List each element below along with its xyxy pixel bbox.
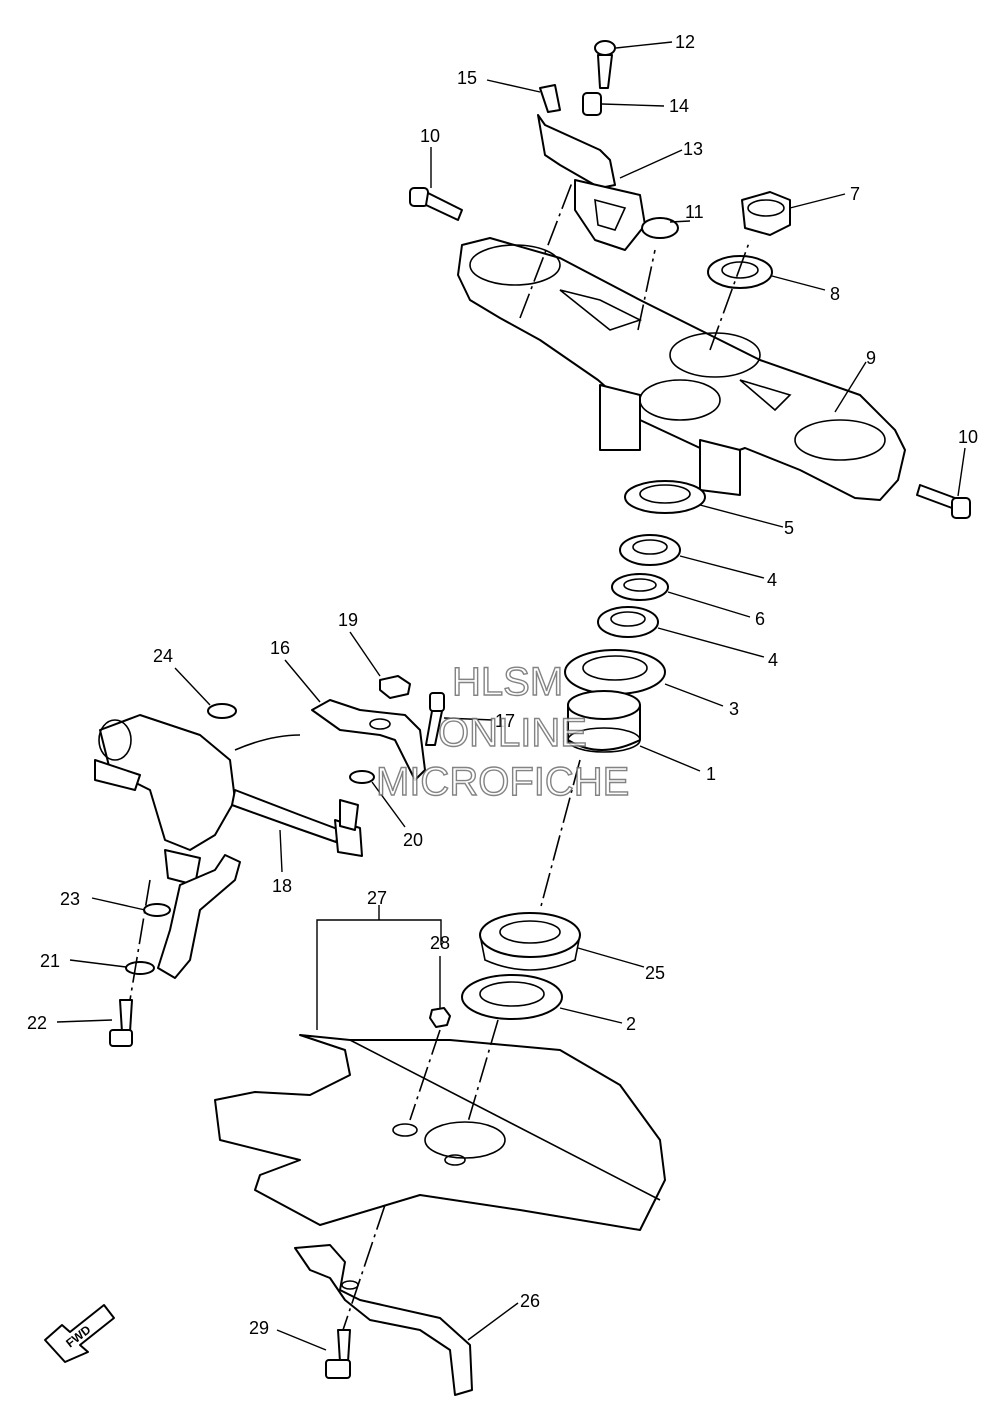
bracket-16: [311, 699, 426, 781]
callout-22: 22: [27, 1013, 47, 1033]
bolt-10-left: [409, 187, 463, 221]
watermark-line-2: ONLINE: [438, 711, 587, 755]
callout-21: 21: [40, 951, 60, 971]
callout-16: 16: [270, 638, 290, 658]
bolt-17: [425, 692, 445, 746]
nut-19: [379, 675, 411, 699]
washer-23: [143, 903, 171, 917]
callout-2: 2: [626, 1014, 636, 1034]
plate-21: [125, 961, 155, 975]
bracket-15: [537, 84, 616, 189]
ring-nut-4-upper: [619, 534, 681, 566]
callout-18: 18: [272, 876, 292, 896]
callout-27: 27: [367, 888, 387, 908]
fwd-arrow-icon: FWD: [44, 1304, 115, 1363]
watermark-line-1: HLSM: [452, 660, 563, 704]
lower-bracket-cover: [214, 1034, 666, 1231]
nut-7: [741, 191, 791, 236]
callout-7: 7: [850, 184, 860, 204]
callout-4-upper: 4: [767, 570, 777, 590]
callout-28: 28: [430, 933, 450, 953]
callout-23: 23: [60, 889, 80, 909]
callout-10-right: 10: [958, 427, 978, 447]
upper-bracket: [457, 237, 906, 501]
callout-25: 25: [645, 963, 665, 983]
collar-14: [582, 92, 602, 116]
leader-lines: [56, 41, 966, 1351]
damper-assembly: [94, 714, 363, 979]
callout-20: 20: [403, 830, 423, 850]
bolt-10-right: [916, 484, 971, 519]
callout-3: 3: [729, 699, 739, 719]
washer-20: [349, 770, 375, 784]
callout-9: 9: [866, 348, 876, 368]
callout-14: 14: [669, 96, 689, 116]
callout-numbers: 12 15 14 10 13 11 7 8 9 10 5 4 6 4 3 19 …: [27, 32, 978, 1338]
assembly-axis-lines: [129, 179, 751, 1331]
callout-4-lower: 4: [768, 650, 778, 670]
callout-15: 15: [457, 68, 477, 88]
callout-19: 19: [338, 610, 358, 630]
callout-26: 26: [520, 1291, 540, 1311]
bolt-29: [325, 1329, 351, 1379]
cap-11: [641, 217, 679, 239]
callout-5: 5: [784, 518, 794, 538]
watermark-line-3: MICROFICHE: [376, 760, 629, 804]
callout-13: 13: [683, 139, 703, 159]
watermark: HLSM ONLINE MICROFICHE: [375, 659, 630, 804]
seal-2: [461, 974, 563, 1020]
bolt-22: [109, 999, 133, 1047]
callout-17: 17: [495, 711, 515, 731]
seal-3: [564, 649, 666, 695]
bearing-25: [479, 912, 581, 971]
callout-29: 29: [249, 1318, 269, 1338]
callout-24: 24: [153, 646, 173, 666]
washer-5: [624, 480, 706, 514]
callout-1: 1: [706, 764, 716, 784]
callout-10: 10: [420, 126, 440, 146]
bolt-12: [594, 40, 616, 89]
bearing-1: [567, 690, 641, 753]
washer-8: [707, 255, 773, 289]
callout-6: 6: [755, 609, 765, 629]
callout-8: 8: [830, 284, 840, 304]
nut-28: [429, 1007, 451, 1028]
washer-24: [207, 703, 237, 719]
loop-13: [574, 179, 646, 251]
washer-6: [611, 573, 669, 601]
ring-nut-4-lower: [597, 606, 659, 638]
bracket-26: [294, 1244, 473, 1396]
callout-12: 12: [675, 32, 695, 52]
callout-11: 11: [685, 202, 704, 222]
